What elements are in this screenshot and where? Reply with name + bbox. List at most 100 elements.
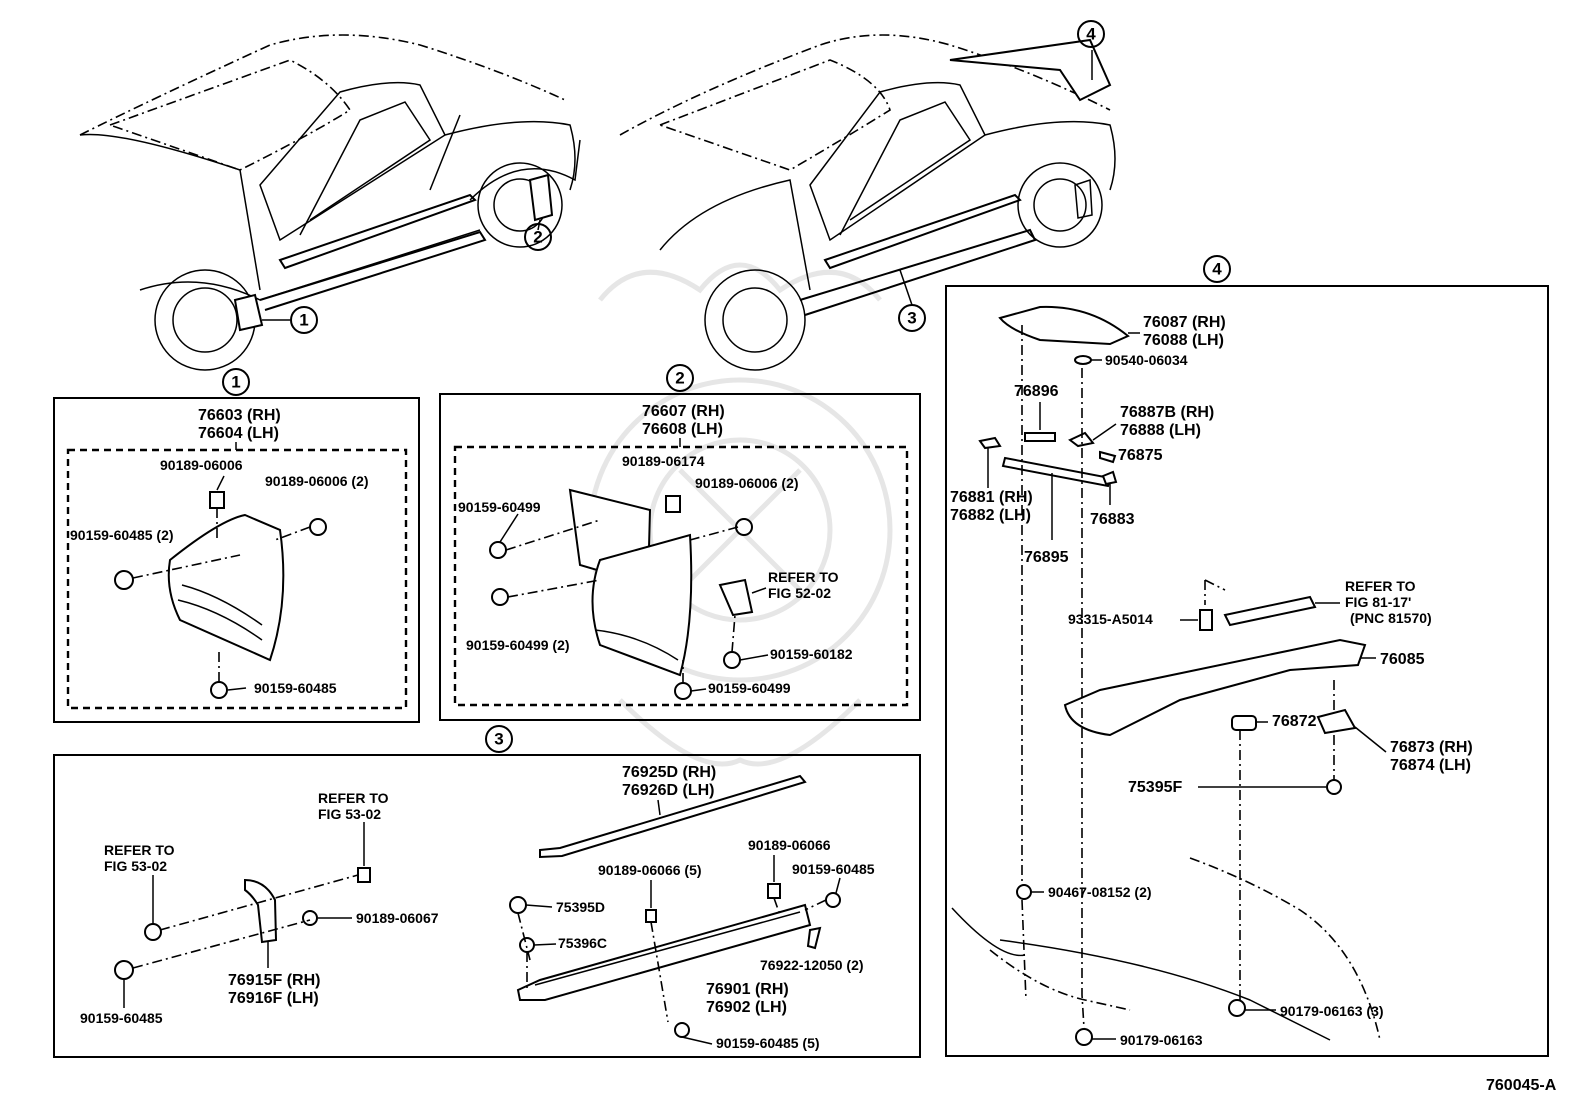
- nut-icon: [1228, 999, 1246, 1017]
- figure-id: 760045-A: [1486, 1077, 1557, 1094]
- panel-2-refer-2: FIG 52-02: [768, 585, 831, 601]
- panel-3-label-p3: 75395D: [556, 899, 605, 915]
- panel-1-part-lh: 76604 (LH): [198, 425, 279, 442]
- clip-icon: [806, 926, 822, 950]
- clip-icon: [1101, 470, 1118, 486]
- panel-2-part-lh: 76608 (LH): [642, 421, 723, 438]
- panel-4-refer-3: (PNC 81570): [1350, 610, 1432, 626]
- panel-4-box: [945, 285, 1549, 1057]
- callout-2-car-label: 2: [533, 228, 542, 247]
- clip-icon: [509, 896, 527, 914]
- gasket-icon: [978, 436, 1002, 450]
- panel-2-label-p5: 90159-60182: [770, 646, 853, 662]
- callout-2-car: [524, 223, 552, 251]
- panel-3-skirt-rh: 76901 (RH): [706, 981, 789, 998]
- panel-4-label-p1-lh: 76088 (LH): [1143, 332, 1224, 349]
- bracket-icon: [718, 578, 754, 617]
- panel-2-label-p1: 90189-06174: [622, 453, 705, 469]
- panel-4-label-p9: 93315-A5014: [1068, 611, 1153, 627]
- panel-3-strip-rh: 76925D (RH): [622, 764, 716, 781]
- washer-icon: [1074, 355, 1092, 365]
- spacer-icon: [1024, 432, 1056, 442]
- panel-1-box: [53, 397, 420, 723]
- callout-1-car-label: 1: [299, 311, 308, 330]
- screw-icon: [1016, 884, 1032, 900]
- panel-4-label-p13: 75395F: [1128, 779, 1182, 796]
- panel-4-label-p4-rh: 76887B (RH): [1120, 404, 1214, 421]
- skirt-bracket: [244, 878, 278, 944]
- panel-1-callout-label: 1: [231, 373, 240, 392]
- stop-lamp-icon: [1223, 595, 1317, 627]
- car-illustration-right: [619, 34, 1116, 371]
- screw-icon: [674, 1022, 690, 1038]
- clip-icon: [357, 867, 371, 883]
- panel-2-refer-1: REFER TO: [768, 569, 839, 585]
- clip-icon: [519, 937, 535, 953]
- panel-4-label-p5: 76875: [1118, 447, 1163, 464]
- panel-4-label-p2: 90540-06034: [1105, 352, 1188, 368]
- callout-3-car: [898, 304, 926, 332]
- nut-icon: [735, 518, 753, 536]
- callout-1-car: [290, 306, 318, 334]
- panel-3-label-p4: 75396C: [558, 935, 607, 951]
- panel-4-label-p14: 90467-08152 (2): [1048, 884, 1152, 900]
- spoiler-end-cap: [998, 305, 1130, 346]
- panel-1-callout: [222, 368, 250, 396]
- mudguard-rear: [568, 488, 693, 677]
- callout-4-car-label: 4: [1086, 25, 1096, 44]
- screw-icon: [674, 682, 692, 700]
- bolt-icon: [1199, 609, 1213, 631]
- callout-4-car: [1077, 20, 1105, 48]
- panel-2-label-p4: 90159-60499 (2): [466, 637, 570, 653]
- clip-icon: [209, 491, 225, 509]
- panel-1-label-p3: 90159-60485 (2): [70, 527, 174, 543]
- panel-3-label-p8: 76922-12050 (2): [760, 957, 864, 973]
- panel-3-skirt-lh: 76902 (LH): [706, 999, 787, 1016]
- nut-icon: [302, 910, 318, 926]
- rear-spoiler: [1063, 638, 1367, 737]
- panel-2-label-p2: 90189-06006 (2): [695, 475, 799, 491]
- panel-3-label-p7: 90159-60485: [792, 861, 875, 877]
- clip-icon: [645, 909, 657, 923]
- pad-icon: [1316, 708, 1357, 735]
- nut-icon: [309, 518, 327, 536]
- panel-4-refer-1: REFER TO: [1345, 578, 1416, 594]
- screw-icon: [114, 960, 134, 980]
- panel-3-label-p2: 90159-60485: [80, 1010, 163, 1026]
- panel-3-label-p9: 90159-60485 (5): [716, 1035, 820, 1051]
- nut-icon: [1075, 1028, 1093, 1046]
- clip-icon: [665, 495, 681, 513]
- panel-4-label-p16: 90179-06163: [1120, 1032, 1203, 1048]
- panel-2-label-p6: 90159-60499: [708, 680, 791, 696]
- panel-4-label-p15: 90179-06163 (3): [1280, 1003, 1384, 1019]
- panel-2-callout: [666, 364, 694, 392]
- panel-3-label-p6: 90189-06066: [748, 837, 831, 853]
- panel-3-label-p1: 90189-06067: [356, 910, 439, 926]
- panel-2-assembly-outline: [453, 445, 909, 707]
- clip-icon: [767, 883, 781, 899]
- panel-3-refer-b2: FIG 53-02: [104, 858, 167, 874]
- panel-4-callout: [1203, 255, 1231, 283]
- panel-3-box: [53, 754, 921, 1058]
- panel-3-strip-lh: 76926D (LH): [622, 782, 714, 799]
- screw-icon: [723, 651, 741, 669]
- panel-4-label-p12-rh: 76873 (RH): [1390, 739, 1473, 756]
- rocker-molding-strip: [539, 774, 807, 859]
- screw-icon: [210, 681, 228, 699]
- spoiler-base-strip: [1001, 456, 1112, 488]
- panel-1-label-p4: 90159-60485: [254, 680, 337, 696]
- panel-4-label-p12-lh: 76874 (LH): [1390, 757, 1471, 774]
- panel-2-label-p3: 90159-60499: [458, 499, 541, 515]
- panel-4-refer-2: FIG 81-17': [1345, 594, 1411, 610]
- screw-icon: [489, 541, 507, 559]
- panel-4-label-p6-rh: 76881 (RH): [950, 489, 1033, 506]
- nut-icon: [1326, 779, 1342, 795]
- panel-4-label-p1-rh: 76087 (RH): [1143, 314, 1226, 331]
- screw-icon: [114, 570, 134, 590]
- panel-4-label-p7: 76883: [1090, 511, 1135, 528]
- gasket-icon: [1231, 715, 1257, 731]
- panel-3-callout-label: 3: [494, 730, 503, 749]
- panel-3-refer-a1: REFER TO: [318, 790, 389, 806]
- panel-3-refer-a2: FIG 53-02: [318, 806, 381, 822]
